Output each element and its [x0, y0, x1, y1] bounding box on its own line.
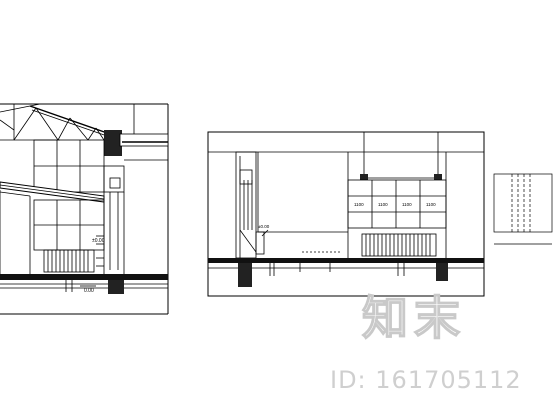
column [235, 151, 257, 259]
dimension-label: 1100 [354, 202, 364, 207]
level-label: 0.00 [84, 288, 94, 294]
section-detail [493, 173, 553, 245]
window-bay [347, 132, 447, 258]
roof-truss [0, 103, 111, 141]
level-label: ±0.00 [258, 224, 270, 229]
left-level-labels: ±0.00 0.00 [84, 238, 105, 294]
bench-slats [361, 233, 437, 257]
glazing-grid-upper [33, 139, 105, 193]
dimension-label: 1100 [426, 202, 436, 207]
watermark-brand: 知末 [361, 290, 466, 345]
bench-slats [43, 249, 95, 273]
right-elevation [207, 131, 485, 297]
dimension-label: 1100 [402, 202, 412, 207]
left-elevation [0, 103, 169, 315]
dimension-label: 1100 [378, 202, 388, 207]
right-dimension-labels: 1100 1100 1100 1100 ±0.00 [258, 202, 436, 229]
watermark-id: ID: 161705112 [330, 366, 522, 394]
level-label: ±0.00 [92, 238, 105, 244]
